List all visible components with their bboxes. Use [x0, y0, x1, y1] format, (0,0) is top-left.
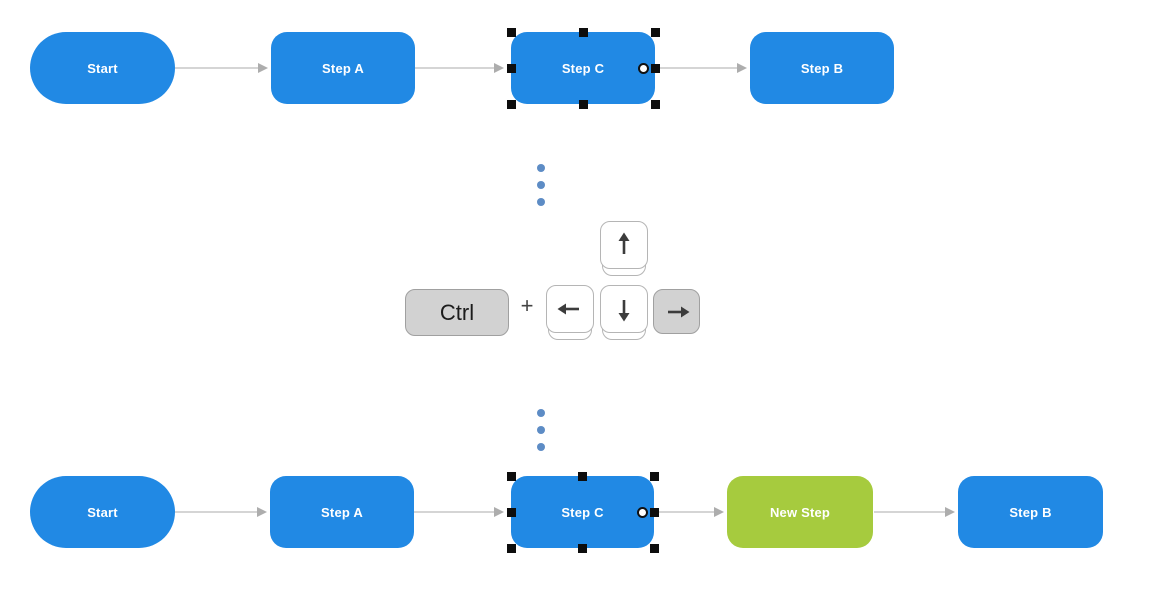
- keycap-face: [653, 289, 700, 334]
- ellipsis-dot: [537, 426, 545, 434]
- ellipsis-dot: [537, 409, 545, 417]
- node-label: New Step: [769, 504, 831, 520]
- ellipsis-dot: [537, 164, 545, 172]
- connector[interactable]: [175, 63, 268, 73]
- selection-handle-e[interactable]: [650, 63, 660, 73]
- connector[interactable]: [415, 63, 504, 73]
- keycap-face: [600, 285, 648, 333]
- node-before-start[interactable]: Start: [30, 32, 175, 104]
- arrow-down-icon: [618, 300, 630, 322]
- key-arrow-left: [546, 285, 594, 340]
- ellipsis-dot: [537, 181, 545, 189]
- selection-handle-s[interactable]: [578, 99, 588, 109]
- node-after-step-b[interactable]: Step B: [958, 476, 1103, 548]
- key-arrow-down: [600, 285, 648, 340]
- connector[interactable]: [656, 63, 747, 73]
- selection-handle-se[interactable]: [649, 543, 659, 553]
- selection-handle-sw[interactable]: [506, 543, 516, 553]
- node-before-step-b[interactable]: Step B: [750, 32, 894, 104]
- ellipsis-dot: [537, 443, 545, 451]
- key-arrow-up: [600, 221, 648, 276]
- keycap-face: [600, 221, 648, 269]
- key-arrow-right: [653, 289, 700, 334]
- node-label: Step A: [322, 60, 364, 76]
- node-after-start[interactable]: Start: [30, 476, 175, 548]
- connector-arrowhead-icon: [258, 63, 268, 73]
- selection-handle-ne[interactable]: [650, 27, 660, 37]
- selection-handle-n[interactable]: [578, 27, 588, 37]
- plus-sign: +: [520, 293, 534, 318]
- connector-arrowhead-icon: [945, 507, 955, 517]
- selection-handle-e[interactable]: [649, 507, 659, 517]
- selection-handle-ne[interactable]: [649, 471, 659, 481]
- key-label: Ctrl: [439, 299, 475, 325]
- selection-handle-se[interactable]: [650, 99, 660, 109]
- node-label: Step B: [1009, 504, 1052, 520]
- node-label: Start: [87, 60, 118, 76]
- connector[interactable]: [874, 507, 955, 517]
- key-ctrl: Ctrl: [405, 289, 509, 336]
- connection-point[interactable]: [636, 506, 648, 518]
- node-before-step-c[interactable]: Step C: [511, 32, 655, 104]
- node-label: Step C: [561, 60, 605, 76]
- connector-arrowhead-icon: [494, 63, 504, 73]
- connector-arrowhead-icon: [257, 507, 267, 517]
- selection-handle-nw[interactable]: [506, 471, 516, 481]
- ellipsis-dot: [537, 198, 545, 206]
- arrow-up-icon: [618, 232, 630, 254]
- selection-handle-nw[interactable]: [506, 27, 516, 37]
- selection-handle-s[interactable]: [578, 543, 587, 553]
- selection-handle-sw[interactable]: [506, 99, 516, 109]
- connector[interactable]: [414, 507, 504, 517]
- selection-handle-w[interactable]: [506, 63, 516, 73]
- node-label: Step A: [321, 504, 363, 520]
- selection-handle-n[interactable]: [578, 471, 587, 481]
- connector-arrowhead-icon: [737, 63, 747, 73]
- connector[interactable]: [655, 507, 724, 517]
- connector-arrowhead-icon: [714, 507, 724, 517]
- node-label: Step B: [800, 60, 844, 76]
- connection-point[interactable]: [637, 62, 649, 74]
- selection-handle-w[interactable]: [506, 507, 516, 517]
- keycap-face: Ctrl: [405, 289, 509, 336]
- node-before-step-a[interactable]: Step A: [271, 32, 415, 104]
- connector[interactable]: [175, 507, 267, 517]
- arrow-right-icon: [667, 306, 689, 317]
- keycap-face: [546, 285, 594, 333]
- node-after-step-a[interactable]: Step A: [270, 476, 414, 548]
- arrow-left-icon: [557, 303, 579, 315]
- node-after-new-step[interactable]: New Step: [727, 476, 873, 548]
- connector-arrowhead-icon: [494, 507, 504, 517]
- node-label: Start: [87, 504, 118, 520]
- node-after-step-c[interactable]: Step C: [511, 476, 654, 548]
- node-label: Step C: [561, 504, 604, 520]
